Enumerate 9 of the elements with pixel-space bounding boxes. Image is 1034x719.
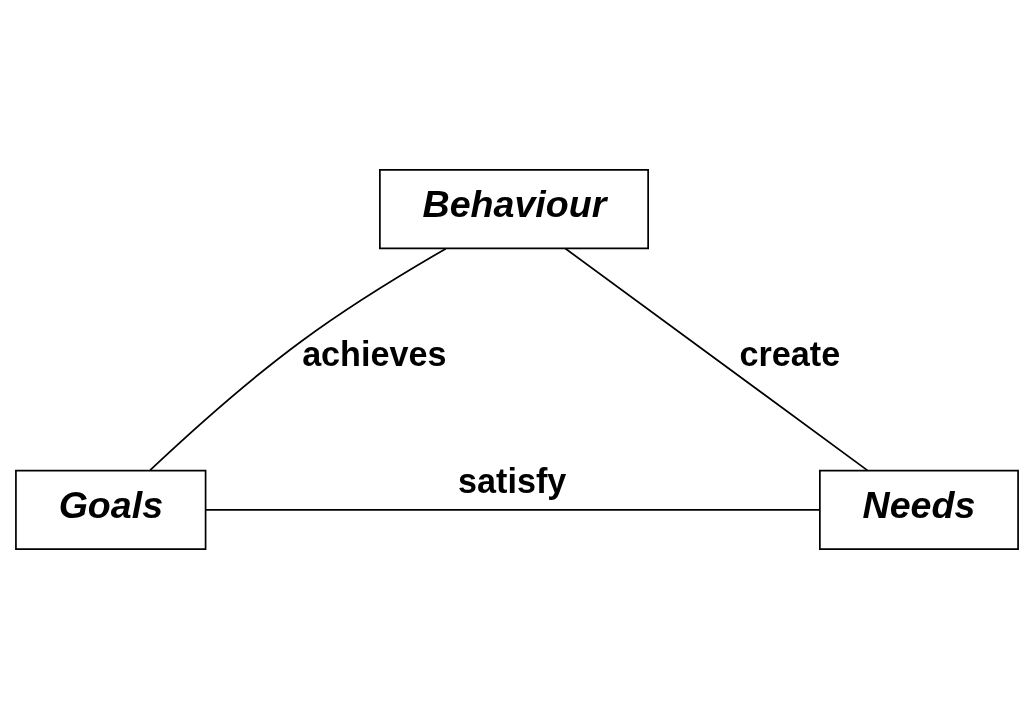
node-box: Behaviour bbox=[379, 168, 649, 250]
connector bbox=[149, 247, 447, 471]
edge-label: achieves bbox=[302, 335, 447, 374]
node-box: Goals bbox=[15, 469, 207, 551]
edge-label: satisfy bbox=[458, 461, 567, 500]
connector bbox=[205, 509, 821, 511]
connector bbox=[564, 247, 869, 472]
node-box: Needs bbox=[819, 469, 1019, 551]
edge-label: create bbox=[739, 335, 841, 374]
